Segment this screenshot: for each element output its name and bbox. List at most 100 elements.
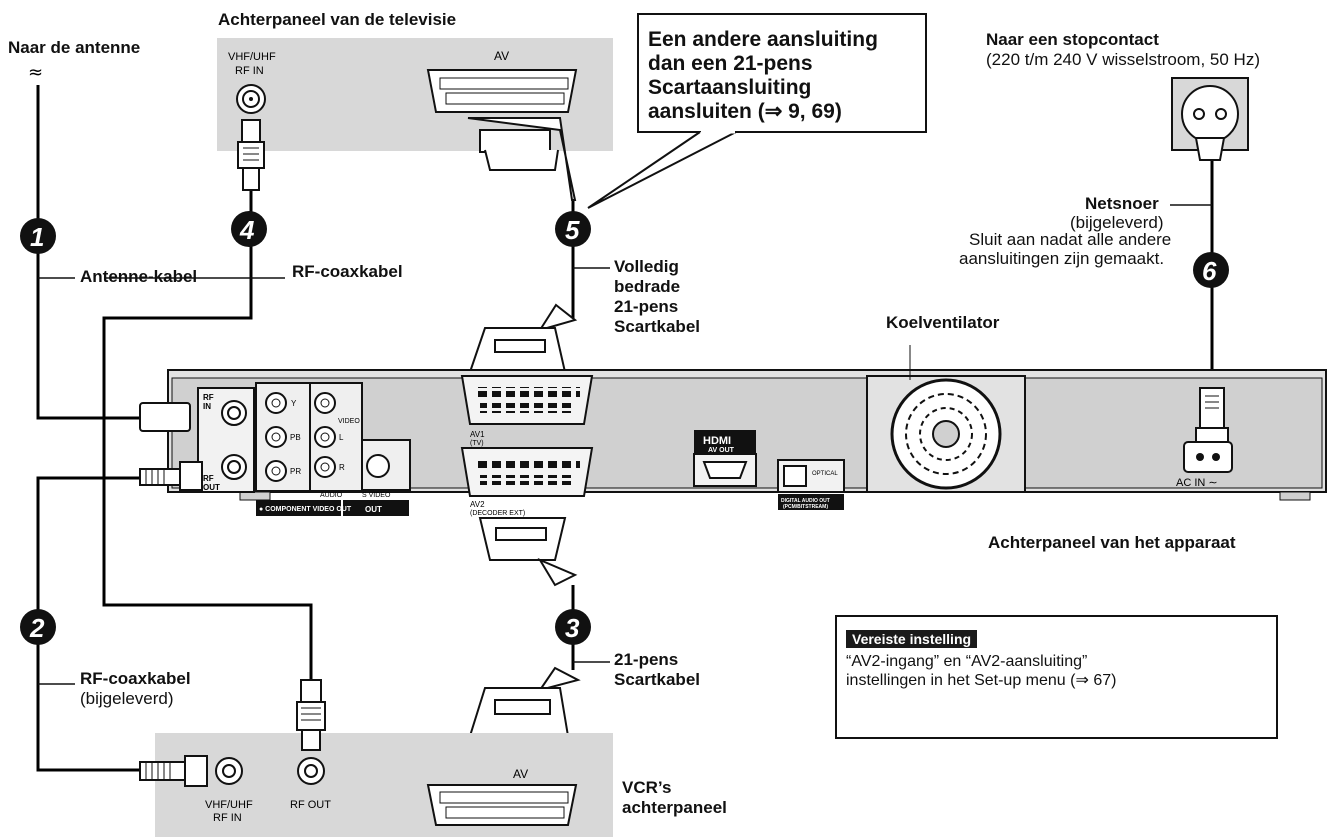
av1-scart-socket: AV1 (TV) — [460, 375, 594, 447]
label-component: ● COMPONENT VIDEO OUT — [259, 506, 352, 513]
svg-text:5: 5 — [565, 215, 580, 245]
scart-21-line-1: 21-pens — [614, 650, 679, 669]
rf-coax-label-2: RF-coaxkabel — [80, 669, 191, 688]
tv-av-label: AV — [494, 49, 509, 63]
label-l: L — [339, 433, 344, 442]
tv-scart-plug — [467, 117, 577, 201]
svg-text:1: 1 — [30, 222, 44, 252]
label-video: VIDEO — [338, 418, 360, 425]
callout-line-3: Scartaansluiting — [648, 76, 812, 99]
vcr-scart-plug — [468, 666, 581, 737]
vcr-rf-out-label: RF OUT — [290, 799, 331, 811]
svg-text:3: 3 — [565, 613, 580, 643]
socket-spec: (220 t/m 240 V wisselstroom, 50 Hz) — [986, 50, 1260, 69]
label-av1: AV1 — [470, 430, 485, 439]
label-pb: PB — [290, 433, 301, 442]
label-hdmi: HDMI — [703, 435, 731, 447]
setup-line-2: instellingen in het Set-up menu (⇒ 67) — [846, 672, 1117, 689]
ac-in-socket: AC IN ∼ — [1176, 441, 1233, 489]
antenna-cable-label: Antenne-kabel — [80, 267, 198, 286]
av2-scart-plug — [478, 517, 578, 587]
power-cord-label: Netsnoer — [1085, 194, 1159, 213]
antenna-icon: ≈ — [28, 62, 43, 83]
unit-panel-label: Achterpaneel van het apparaat — [988, 533, 1236, 552]
full-scart-line-3: 21-pens — [614, 297, 679, 316]
vcr-rf-out-plug — [296, 679, 326, 751]
cooling-fan — [866, 345, 1026, 493]
optical-output: OPTICAL DIGITAL AUDIO OUT (PCM/BITSTREAM… — [777, 459, 845, 510]
vcr-av-label: AV — [513, 767, 528, 781]
setup-line-1: “AV2-ingang” en “AV2-aansluiting” — [846, 653, 1088, 670]
callout-box — [587, 13, 927, 209]
step-badge-1: 1 — [20, 218, 56, 254]
hdmi-output: HDMI AV OUT — [693, 430, 757, 487]
vcr-rf-out-jack — [297, 757, 325, 785]
callout-line-2: dan een 21-pens — [648, 52, 813, 75]
label-pr: PR — [290, 467, 301, 476]
setup-title: Vereiste instelling — [846, 630, 978, 648]
label-av2-sub: (DECODER EXT) — [470, 510, 525, 517]
label-svideo: S VIDEO — [362, 492, 391, 499]
svg-text:2: 2 — [29, 613, 45, 643]
vcr-rf-in-plug — [139, 755, 208, 787]
rf-coax-label-1: RF-coaxkabel — [292, 262, 403, 281]
tv-rf-plug — [237, 119, 265, 191]
label-av2: AV2 — [470, 500, 485, 509]
component-video-block: Y PB PR VIDEO L R AUDIO S VIDEO ● COMPON… — [255, 382, 411, 516]
label-y: Y — [291, 399, 297, 408]
rf-coax-supplied: (bijgeleverd) — [80, 689, 174, 708]
antenna-plug — [139, 402, 191, 432]
vcr-rf-in-label-1: VHF/UHF — [205, 799, 253, 811]
step-badge-5: 5 — [555, 211, 591, 247]
callout-line-4: aansluiten (⇒ 9, 69) — [648, 100, 842, 123]
svg-text:OUT: OUT — [203, 483, 220, 492]
vcr-rf-in-label-2: RF IN — [213, 812, 242, 824]
vcr-panel-line-2: achterpaneel — [622, 798, 727, 817]
antenna-label: Naar de antenne — [8, 38, 141, 57]
wall-outlet — [1171, 77, 1249, 161]
step-badge-4: 4 — [231, 211, 267, 247]
step-badge-3: 3 — [555, 609, 591, 645]
label-digital-audio-sub: (PCM/BITSTREAM) — [783, 504, 828, 510]
antenna-cable-line — [36, 85, 140, 420]
label-optical: OPTICAL — [812, 471, 838, 477]
av2-scart-socket: AV2 (DECODER EXT) — [460, 447, 594, 517]
step-badge-2: 2 — [20, 609, 56, 645]
step-badge-6: 6 — [1193, 252, 1229, 288]
label-audio: AUDIO — [320, 492, 343, 499]
socket-label: Naar een stopcontact — [986, 30, 1159, 49]
tv-scart-socket — [426, 69, 578, 113]
power-cord-supplied: (bijgeleverd) — [1070, 213, 1164, 232]
setup-body: “AV2-ingang” en “AV2-aansluiting” instel… — [846, 652, 1246, 690]
svg-text:IN: IN — [203, 402, 211, 411]
vcr-panel-line-1: VCR’s — [622, 778, 672, 797]
tv-rf-in-label-1: VHF/UHF — [228, 51, 276, 63]
av1-scart-plug — [468, 303, 578, 373]
scart-21-line-2: Scartkabel — [614, 670, 700, 689]
svg-text:6: 6 — [1202, 256, 1217, 286]
power-plug-ac — [1195, 387, 1229, 443]
label-digital-audio: DIGITAL AUDIO OUT — [781, 498, 830, 504]
cooling-fan-label: Koelventilator — [886, 313, 1000, 332]
tv-rf-in-jack — [236, 84, 266, 114]
vcr-rf-in-jack — [215, 757, 243, 785]
rf-coax-cable-tv — [102, 190, 313, 680]
callout-text: Een andere aansluiting dan een 21-pens S… — [648, 28, 878, 124]
svg-text:RF: RF — [203, 474, 214, 483]
connect-after-line-1: Sluit aan nadat alle andere — [969, 230, 1172, 249]
label-r: R — [339, 463, 345, 472]
full-scart-line-1: Volledig — [614, 257, 679, 276]
label-av-out: AV OUT — [708, 447, 735, 454]
svg-text:RF: RF — [203, 393, 214, 402]
svg-text:4: 4 — [239, 215, 255, 245]
vcr-scart-socket — [426, 784, 578, 826]
rf-out-plug — [139, 461, 203, 491]
tv-rf-in-label-2: RF IN — [235, 65, 264, 77]
full-scart-line-2: bedrade — [614, 277, 681, 296]
label-av1-sub: (TV) — [470, 440, 484, 447]
full-scart-line-4: Scartkabel — [614, 317, 700, 336]
tv-panel-label: Achterpaneel van de televisie — [218, 10, 457, 29]
callout-line-1: Een andere aansluiting — [648, 28, 878, 51]
label-out: OUT — [365, 505, 382, 514]
